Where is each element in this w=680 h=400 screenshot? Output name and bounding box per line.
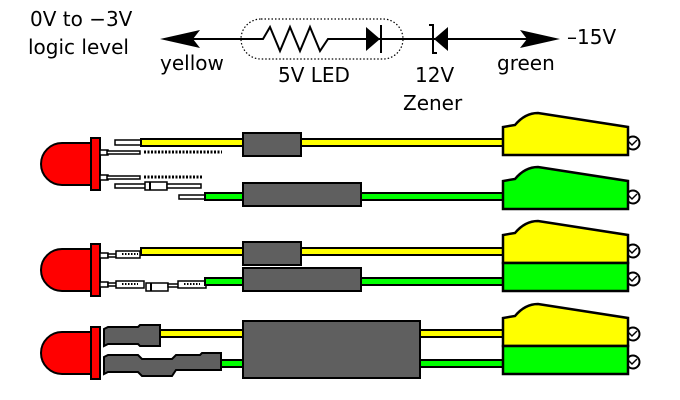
assembly-step-2 [40, 219, 641, 297]
led-leg-cathode [106, 175, 141, 180]
leg-heatshrink-anode [103, 324, 161, 348]
assembly-step-3 [40, 302, 641, 380]
zener-diode-icon [434, 27, 448, 51]
green-alligator-clip [501, 344, 641, 376]
logic-level-label: logic level [28, 35, 129, 59]
yellow-wire [140, 247, 507, 256]
left-voltage-label: 0V to −3V [30, 7, 133, 31]
main-heatshrink [242, 320, 421, 379]
negative-voltage-label: –15V [567, 25, 616, 49]
green-wire-label: green [497, 51, 555, 75]
led-icon [40, 326, 101, 380]
schematic: 0V to −3V logic level yellow 5V LED 12V … [28, 7, 616, 115]
zener-voltage-label: 12V [415, 63, 454, 87]
yellow-wire [140, 138, 507, 147]
heatshrink-green [242, 182, 362, 207]
led-diode-icon [366, 27, 380, 51]
yellow-alligator-clip [501, 302, 641, 348]
yellow-wire-label: yellow [160, 51, 224, 75]
led-leg-anode [106, 150, 141, 155]
yellow-alligator-clip [501, 219, 641, 265]
heatshrink-green [242, 267, 362, 292]
right-arrow-icon [520, 30, 560, 48]
heatshrink-yellow [242, 241, 302, 266]
left-arrow-icon [160, 30, 200, 48]
green-alligator-clip [501, 165, 641, 211]
leg-heatshrink-cathode [103, 352, 222, 377]
zener-label: Zener [403, 91, 463, 115]
led-label: 5V LED [278, 63, 350, 87]
led-package-outline [240, 18, 404, 60]
led-icon [40, 137, 101, 191]
resistor-lead [114, 139, 144, 146]
green-alligator-clip [501, 261, 641, 293]
led-icon [40, 243, 101, 297]
zener-component [144, 181, 168, 191]
resistor-icon [256, 24, 365, 54]
heatshrink-yellow [242, 132, 302, 157]
zener-component [145, 282, 169, 292]
yellow-alligator-clip [501, 111, 641, 157]
assembly-step-1 [40, 111, 641, 211]
